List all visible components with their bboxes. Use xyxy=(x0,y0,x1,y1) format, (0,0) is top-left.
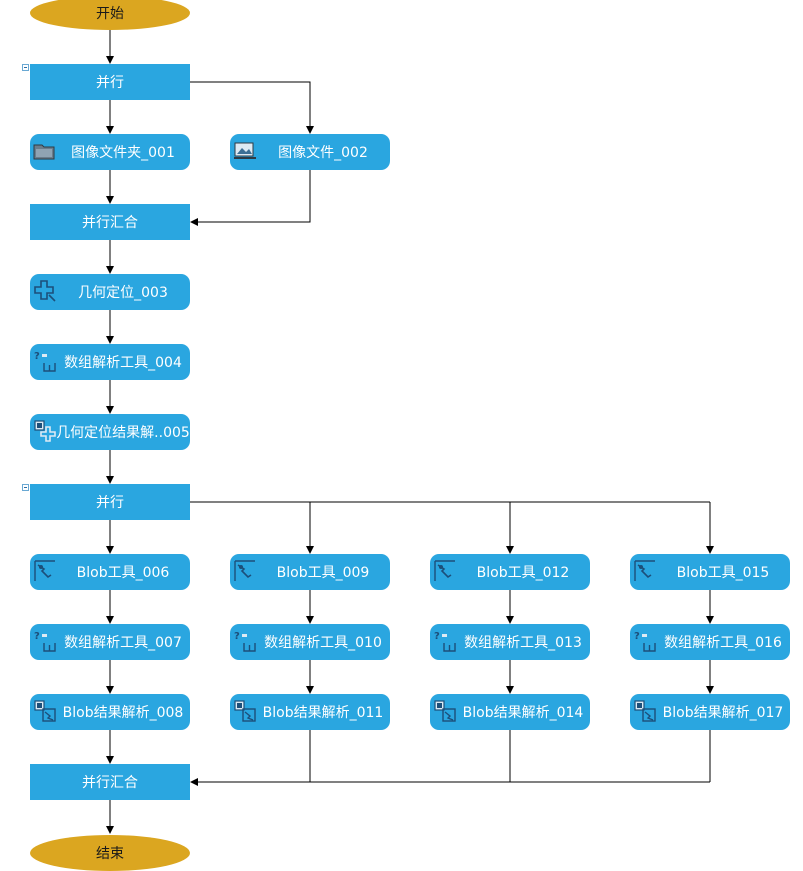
blob-result-icon xyxy=(634,700,656,722)
svg-text:?: ? xyxy=(34,631,40,642)
wire-file-join1 xyxy=(190,170,311,226)
array-parse-node-010[interactable]: ? 数组解析工具_010 xyxy=(230,624,390,660)
geo-locate-node[interactable]: 几何定位_003 xyxy=(30,274,190,310)
geo-locate-label: 几何定位_003 xyxy=(78,285,168,301)
geo-result-label: 几何定位结果解..005 xyxy=(56,425,190,441)
blob-result-node-008[interactable]: Blob结果解析_008 xyxy=(30,694,190,730)
geo-result-node[interactable]: 几何定位结果解..005 xyxy=(30,414,190,450)
svg-text:?: ? xyxy=(634,631,640,642)
blob-tool-icon xyxy=(34,560,55,581)
join-node-1[interactable]: 并行汇合 xyxy=(30,204,190,240)
image-file-node[interactable]: 图像文件_002 xyxy=(230,134,390,170)
image-file-label: 图像文件_002 xyxy=(278,145,368,161)
blob-tool-icon xyxy=(234,560,255,581)
blob-result-node-017[interactable]: Blob结果解析_017 xyxy=(630,694,790,730)
image-folder-label: 图像文件夹_001 xyxy=(71,145,175,161)
blob-tool-label-012: Blob工具_012 xyxy=(476,565,570,581)
start-label: 开始 xyxy=(96,6,124,22)
blob-tool-label-009: Blob工具_009 xyxy=(276,565,370,581)
array-parse-icon: ? xyxy=(34,351,56,372)
blob-tool-node-015[interactable]: Blob工具_015 xyxy=(630,554,790,590)
blob-tool-node-009[interactable]: Blob工具_009 xyxy=(230,554,390,590)
join-1-label: 并行汇合 xyxy=(82,215,138,231)
join-node-2[interactable]: 并行汇合 xyxy=(30,764,190,800)
array-parse-icon: ? xyxy=(634,631,656,652)
blob-result-icon xyxy=(434,700,456,722)
array-parse-icon: ? xyxy=(434,631,456,652)
blob-result-label-011: Blob结果解析_011 xyxy=(262,705,384,721)
array-parse-label-004: 数组解析工具_004 xyxy=(64,355,182,371)
array-parse-label-010: 数组解析工具_010 xyxy=(264,635,382,651)
blob-tool-node-012[interactable]: Blob工具_012 xyxy=(430,554,590,590)
blob-tool-icon xyxy=(434,560,455,581)
image-folder-node[interactable]: 图像文件夹_001 xyxy=(30,134,190,170)
array-parse-label-013: 数组解析工具_013 xyxy=(464,635,582,651)
array-parse-label-007: 数组解析工具_007 xyxy=(64,635,182,651)
svg-text:?: ? xyxy=(434,631,440,642)
start-node[interactable]: 开始 xyxy=(30,0,190,30)
blob-result-label-017: Blob结果解析_017 xyxy=(662,705,784,721)
array-parse-icon: ? xyxy=(234,631,256,652)
blob-result-label-014: Blob结果解析_014 xyxy=(462,705,584,721)
image-folder-icon xyxy=(33,144,55,160)
blob-result-label-008: Blob结果解析_008 xyxy=(62,705,184,721)
blob-tool-label-015: Blob工具_015 xyxy=(676,565,770,581)
collapse-toggle-parallel-1[interactable] xyxy=(22,64,29,71)
array-parse-icon: ? xyxy=(34,631,56,652)
array-parse-node-004[interactable]: ? 数组解析工具_004 xyxy=(30,344,190,380)
blob-tool-label-006: Blob工具_006 xyxy=(76,565,170,581)
parallel-node-1[interactable]: 并行 xyxy=(30,64,190,100)
array-parse-label-016: 数组解析工具_016 xyxy=(664,635,782,651)
array-parse-node-013[interactable]: ? 数组解析工具_013 xyxy=(430,624,590,660)
blob-tool-icon xyxy=(634,560,655,581)
parallel-node-2[interactable]: 并行 xyxy=(30,484,190,520)
wire-parallel1-file xyxy=(190,81,314,134)
blob-result-node-011[interactable]: Blob结果解析_011 xyxy=(230,694,390,730)
svg-text:?: ? xyxy=(34,351,40,362)
end-node[interactable]: 结束 xyxy=(30,835,190,871)
blob-result-node-014[interactable]: Blob结果解析_014 xyxy=(430,694,590,730)
svg-text:?: ? xyxy=(234,631,240,642)
blob-result-icon xyxy=(234,700,256,722)
join-2-label: 并行汇合 xyxy=(82,775,138,791)
blob-result-icon xyxy=(34,700,56,722)
array-parse-node-007[interactable]: ? 数组解析工具_007 xyxy=(30,624,190,660)
image-file-icon xyxy=(234,142,256,159)
end-label: 结束 xyxy=(96,846,124,862)
parallel-2-label: 并行 xyxy=(96,495,124,511)
geometry-locate-icon xyxy=(34,280,56,302)
array-parse-node-016[interactable]: ? 数组解析工具_016 xyxy=(630,624,790,660)
geometry-result-icon xyxy=(34,420,56,442)
parallel-1-label: 并行 xyxy=(96,75,124,91)
collapse-toggle-parallel-2[interactable] xyxy=(22,484,29,491)
blob-tool-node-006[interactable]: Blob工具_006 xyxy=(30,554,190,590)
